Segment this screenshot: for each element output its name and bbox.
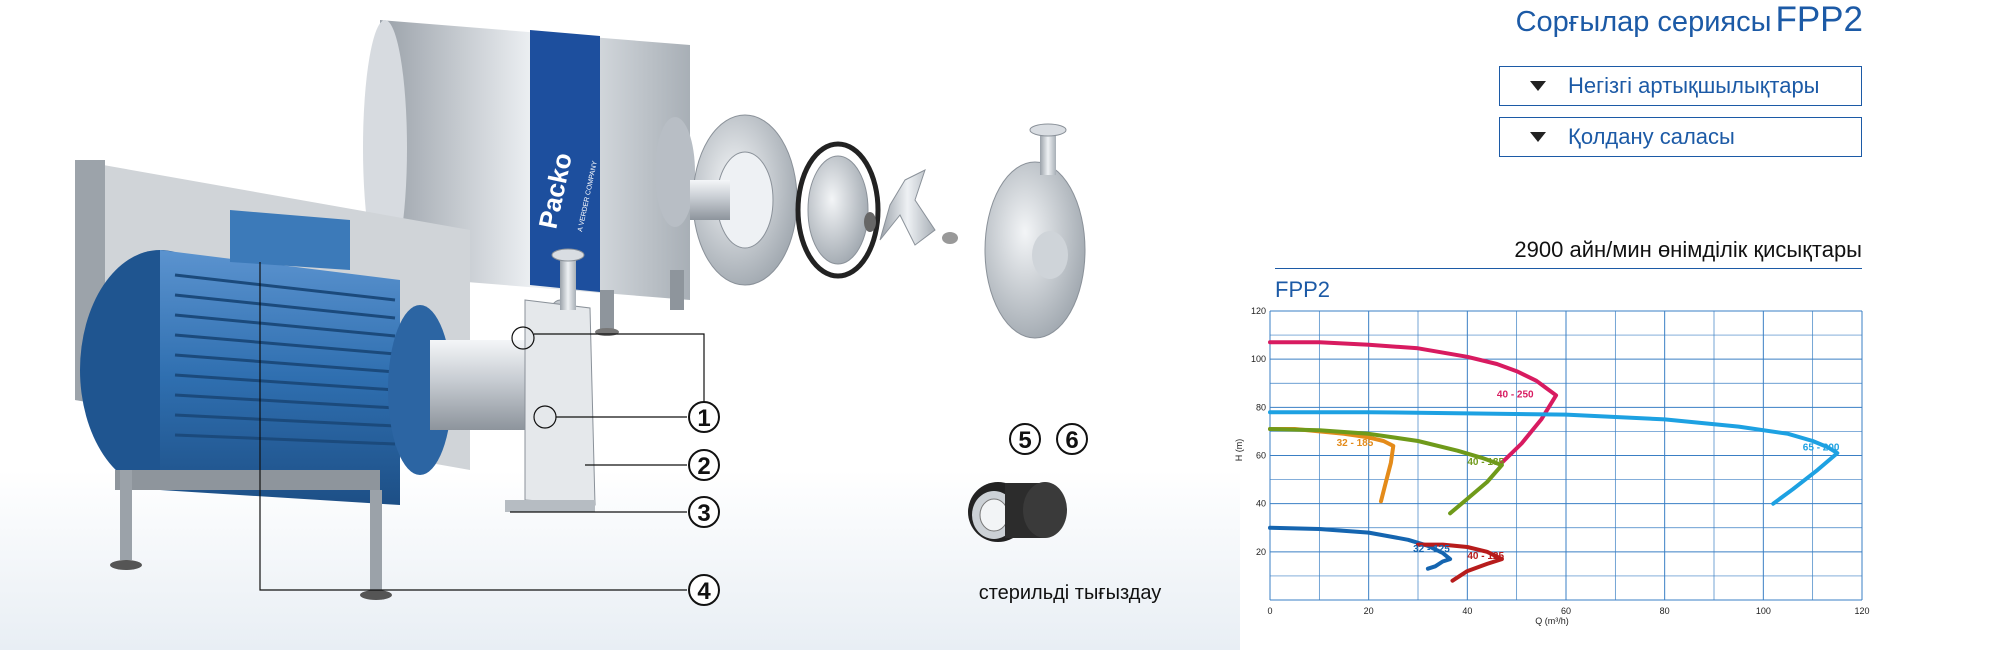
x-tick-label: 0 bbox=[1267, 606, 1272, 616]
callout-6: 6 bbox=[1056, 423, 1088, 455]
series-curve bbox=[1268, 525, 1453, 571]
performance-curves-rule bbox=[1275, 268, 1862, 269]
chart-title: FPP2 bbox=[1275, 277, 1330, 302]
x-tick-label: 20 bbox=[1364, 606, 1374, 616]
callout-1: 1 bbox=[688, 401, 720, 433]
series-label: 32 - 185 bbox=[1337, 438, 1374, 449]
exploded-parts bbox=[690, 114, 1086, 339]
x-tick-label: 100 bbox=[1756, 606, 1771, 616]
performance-chart: FPP2 0 20 40 60 80 100 120 20 40 60 80 100 120 40 - … bbox=[1234, 277, 1870, 626]
series-label: 40 - 250 bbox=[1497, 390, 1534, 401]
pump-casing-cutaway bbox=[430, 248, 596, 512]
sterile-seal bbox=[968, 482, 1067, 542]
chart-ticks: 0 20 40 60 80 100 120 20 40 60 80 100 120 bbox=[1251, 306, 1870, 616]
x-tick-label: 60 bbox=[1561, 606, 1571, 616]
callout-3: 3 bbox=[688, 496, 720, 528]
page-title-prefix: Сорғылар сериясы bbox=[1515, 6, 1772, 38]
series-curve bbox=[1268, 427, 1504, 516]
y-tick-label: 60 bbox=[1256, 451, 1266, 461]
x-tick-label: 40 bbox=[1462, 606, 1472, 616]
accordion-key-advantages[interactable]: Негізгі артықшылықтары bbox=[1499, 66, 1862, 106]
y-axis-label: H (m) bbox=[1234, 439, 1244, 462]
pump-exploded-illustration: Packo A VERDER COMPANY bbox=[0, 20, 1240, 650]
y-tick-label: 80 bbox=[1256, 402, 1266, 412]
callout-markers: 1 2 3 4 5 6 bbox=[688, 401, 1088, 606]
series-curve bbox=[1268, 340, 1559, 465]
series-curve bbox=[1268, 427, 1396, 504]
chart-grid bbox=[1269, 310, 1863, 601]
y-tick-label: 120 bbox=[1251, 306, 1266, 316]
accordion-label: Қолдану саласы bbox=[1568, 124, 1735, 149]
svg-text:4: 4 bbox=[697, 578, 711, 605]
performance-curves-title: 2900 айн/мин өнімділік қисықтары bbox=[1514, 237, 1862, 262]
x-tick-label: 120 bbox=[1854, 606, 1869, 616]
seal-caption: стерильді тығыздау bbox=[978, 582, 1162, 604]
x-axis-label: Q (m³/h) bbox=[1535, 616, 1569, 626]
callout-2: 2 bbox=[688, 449, 720, 481]
chart-curves bbox=[1268, 340, 1840, 583]
terminal-box bbox=[230, 210, 350, 270]
page-title-series-code: FPP2 bbox=[1775, 0, 1863, 39]
impeller bbox=[879, 169, 936, 246]
svg-text:5: 5 bbox=[1018, 427, 1031, 454]
electric-motor bbox=[80, 210, 452, 600]
series-label: 32 - 125 bbox=[1413, 544, 1450, 555]
blue-band bbox=[530, 30, 600, 292]
y-tick-label: 20 bbox=[1256, 547, 1266, 557]
series-label: 40 - 125 bbox=[1467, 551, 1504, 562]
callout-5: 5 bbox=[1009, 423, 1041, 455]
chart-series-labels: 40 - 250 65 - 200 32 - 185 40 - 185 32 - 125… bbox=[1337, 390, 1840, 562]
svg-text:3: 3 bbox=[697, 500, 710, 527]
series-label: 40 - 185 bbox=[1467, 457, 1504, 468]
accordion-applications[interactable]: Қолдану саласы bbox=[1499, 117, 1862, 157]
caret-down-icon bbox=[1530, 132, 1546, 142]
series-curve bbox=[1268, 410, 1840, 506]
y-tick-label: 100 bbox=[1251, 354, 1266, 364]
caret-down-icon bbox=[1530, 81, 1546, 91]
y-tick-label: 40 bbox=[1256, 499, 1266, 509]
callout-leaders bbox=[259, 262, 705, 591]
svg-text:2: 2 bbox=[697, 453, 710, 480]
series-label: 65 - 200 bbox=[1803, 443, 1840, 454]
svg-text:6: 6 bbox=[1065, 427, 1078, 454]
callout-4: 4 bbox=[688, 574, 720, 606]
svg-text:1: 1 bbox=[697, 405, 710, 432]
x-tick-label: 80 bbox=[1660, 606, 1670, 616]
accordion-label: Негізгі артықшылықтары bbox=[1568, 73, 1820, 98]
series-curve bbox=[1416, 542, 1504, 583]
